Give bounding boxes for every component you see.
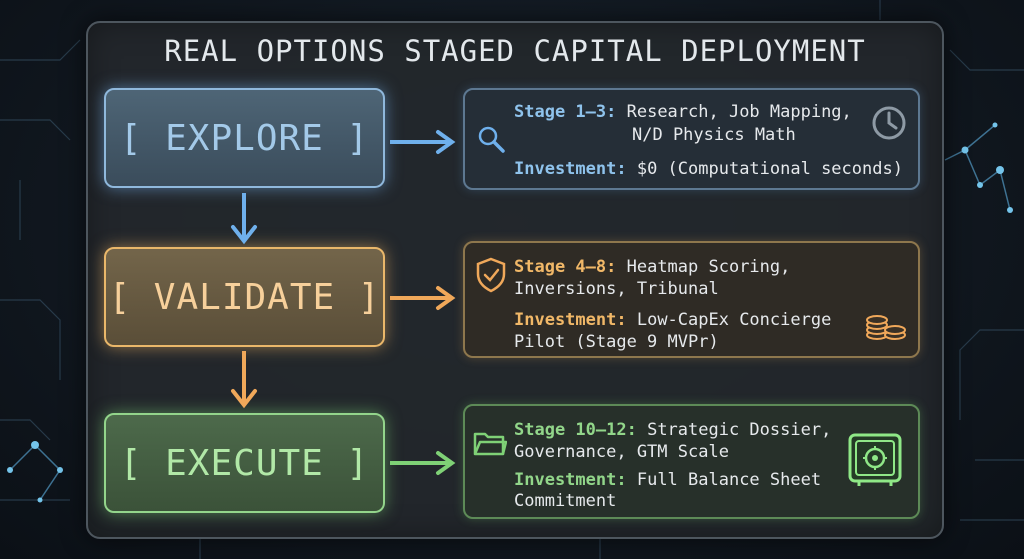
validate-stage-text: Heatmap Scoring, [626,257,791,277]
validate-stage-text-2: Inversions, Tribunal [514,279,719,299]
validate-to-execute-arrow [231,351,257,409]
validate-investment-text-2: Pilot (Stage 9 MVPr) [514,332,719,352]
page-title: REAL OPTIONS STAGED CAPITAL DEPLOYMENT [164,34,866,68]
validate-investment-label: Investment: [514,310,627,330]
explore-stage-range: Stage 1–3: [514,102,617,122]
execute-stage-text: Strategic Dossier, [647,420,832,440]
execute-stage-range: Stage 10–12: [514,420,637,440]
shield-check-icon [476,257,506,293]
execute-investment-text: Full Balance Sheet [636,470,822,490]
execute-investment-label: Investment: [514,470,627,490]
clock-icon [872,106,906,140]
execute-stage-label: [ EXECUTE ] [119,442,370,484]
validate-info-box: Stage 4–8: Heatmap Scoring, Inversions, … [463,241,920,358]
validate-stage-range: Stage 4–8: [514,257,617,277]
folder-icon [473,432,507,456]
validate-to-info-arrow [390,286,456,310]
magnifier-icon [478,126,505,153]
explore-stage-label: [ EXPLORE ] [119,117,370,159]
explore-info-box: Stage 1–3: Research, Job Mapping, N/D Ph… [463,88,920,190]
validate-investment-text: Low-CapEx Concierge [636,310,832,330]
explore-stage-text: Research, Job Mapping, [626,102,852,122]
explore-stage-text-2: N/D Physics Math [632,125,796,145]
execute-stage-text-2: Governance, GTM Scale [514,442,729,462]
execute-investment-text-2: Commitment [514,491,617,511]
safe-icon [848,433,902,486]
explore-stage-box: [ EXPLORE ] [104,88,385,188]
explore-investment-text: $0 (Computational seconds) [636,159,903,179]
explore-investment-label: Investment: [514,159,627,179]
execute-to-info-arrow [390,451,456,475]
execute-stage-box: [ EXECUTE ] [104,413,385,513]
validate-stage-label: [ VALIDATE ] [108,276,381,318]
explore-to-validate-arrow [231,193,257,245]
execute-info-box: Stage 10–12: Strategic Dossier, Governan… [463,404,920,519]
validate-stage-box: [ VALIDATE ] [104,247,385,347]
explore-to-info-arrow [390,130,456,154]
coins-icon [866,315,906,340]
